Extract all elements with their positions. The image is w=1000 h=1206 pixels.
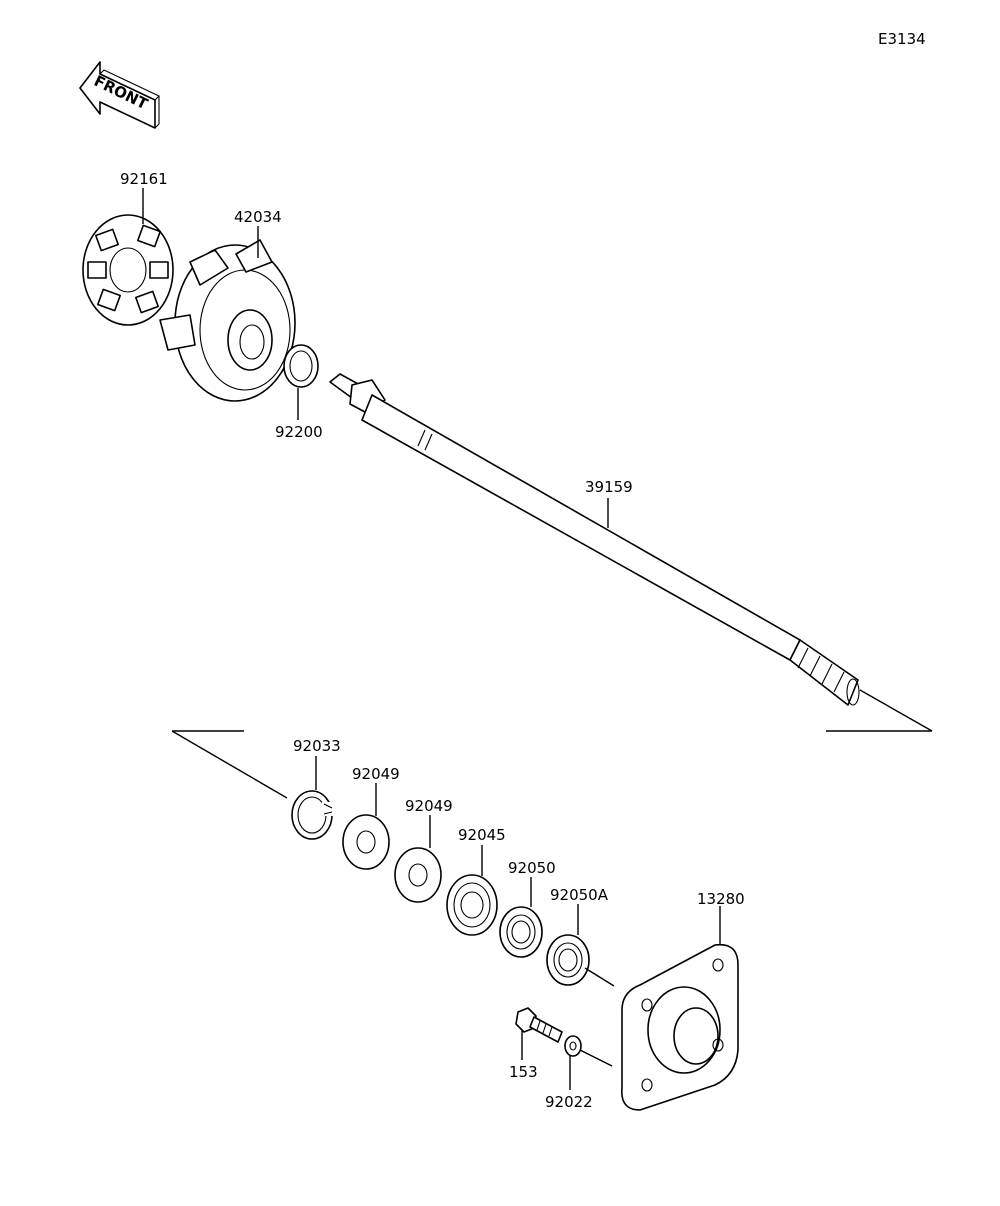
label-92050: 92050 [508,859,556,877]
label-92200: 92200 [275,423,323,441]
label-13280: 13280 [697,890,745,908]
part-92161-damper [82,214,174,326]
label-39159: 39159 [585,478,633,496]
part-92045-bearing [446,874,498,936]
part-92050A-seal [546,934,590,986]
label-92049-a: 92049 [352,765,400,783]
part-92050-seal [499,906,543,958]
label-92045: 92045 [458,826,506,844]
label-92050A: 92050A [550,886,609,904]
part-92022-washer [564,1035,582,1057]
part-153-bolt [515,1007,563,1043]
part-92200-washer [283,344,319,388]
part-92049-washer-b [394,847,442,903]
label-42034: 42034 [234,208,282,226]
label-153: 153 [509,1063,538,1081]
part-39159-shaft [329,373,860,706]
label-92161: 92161 [120,170,168,188]
part-13280-cover [621,943,739,1111]
label-92022: 92022 [545,1093,593,1111]
part-92033-circlip [291,790,334,840]
label-92049-b: 92049 [405,797,453,815]
front-arrow-icon: FRONT [79,61,160,129]
part-42034-coupling [159,239,296,402]
label-92033: 92033 [293,737,341,755]
cut-line-upper [859,689,933,732]
part-92049-washer-a [342,814,390,870]
diagram-code: E3134 [878,30,926,48]
